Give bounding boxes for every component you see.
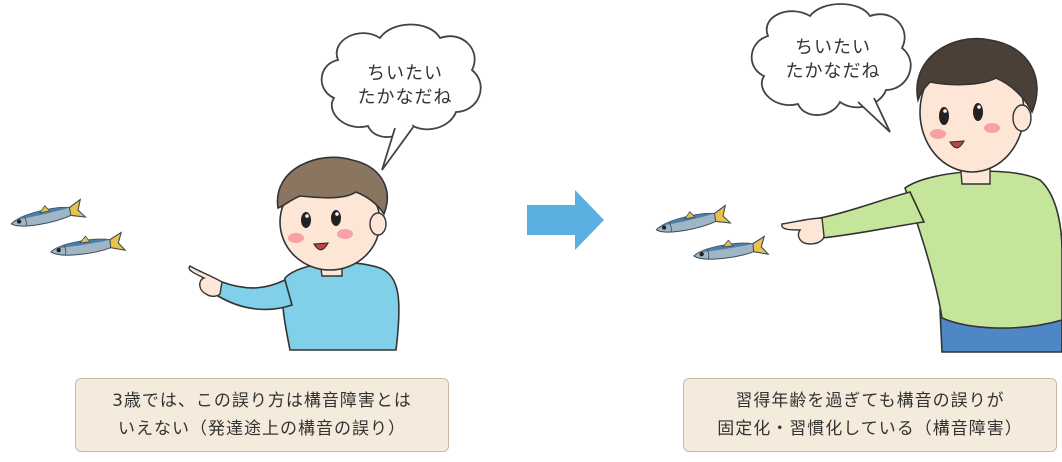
sardine-icon <box>8 198 86 231</box>
right-speech-line1: ちいたい <box>795 37 871 58</box>
left-speech-text: ちいたい たかなだね <box>350 62 460 110</box>
left-caption-line2: いえない（発達途上の構音の誤り） <box>118 419 406 439</box>
right-speech-line2: たかなだね <box>785 61 881 82</box>
left-caption-box: 3歳では、この誤り方は構音障害とは いえない（発達途上の構音の誤り） <box>75 378 449 452</box>
speech-bubble-icon <box>750 3 912 133</box>
small-child-figure <box>188 156 400 351</box>
right-caption-box: 習得年齢を過ぎても構音の誤りが 固定化・習慣化している（構音障害） <box>683 378 1057 452</box>
left-caption-line1: 3歳では、この誤り方は構音障害とは <box>112 391 412 411</box>
sardine-icon <box>692 235 769 263</box>
speech-bubble-icon <box>320 23 482 171</box>
older-child-figure <box>781 37 1062 353</box>
right-speech-text: ちいたい たかなだね <box>778 36 888 84</box>
right-caption-line1: 習得年齢を過ぎても構音の誤りが <box>735 391 1005 411</box>
sardine-icon <box>653 204 731 237</box>
left-speech-line2: たかなだね <box>357 87 453 108</box>
right-arrow-icon <box>527 190 604 250</box>
right-caption-line2: 固定化・習慣化している（構音障害） <box>717 419 1023 439</box>
left-speech-line1: ちいたい <box>367 63 443 84</box>
sardine-icon <box>49 231 126 259</box>
